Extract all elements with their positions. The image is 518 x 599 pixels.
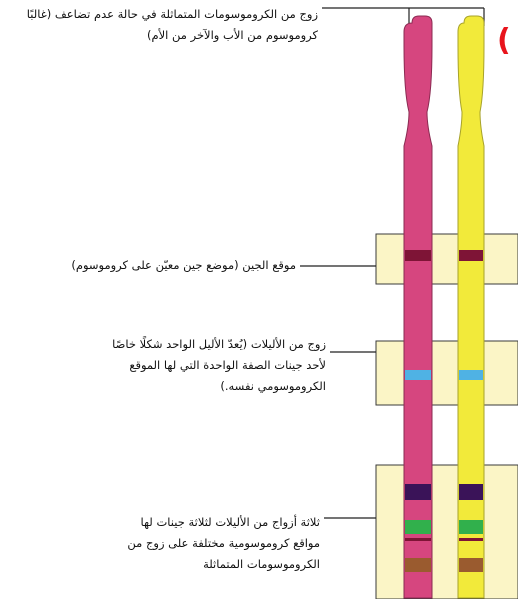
gene-locus-box: [376, 234, 518, 284]
allele-pair-label: زوج من الأليلات (يُعدّ الأليل الواحد شكل…: [100, 334, 326, 397]
right-band-green: [459, 520, 483, 534]
three-alleles-box: [376, 465, 518, 599]
left-band-brown: [405, 558, 431, 572]
right-band-allele: [459, 370, 483, 380]
highlight-boxes: [376, 234, 518, 599]
left-band-purple: [405, 484, 431, 500]
edge-marker: (: [497, 26, 511, 56]
right-band-purple: [459, 484, 483, 500]
left-band-locus: [405, 250, 431, 261]
left-band-green: [405, 520, 431, 534]
top-bracket: [322, 8, 484, 26]
homologous-pair-label: زوج من الكروموسومات المتماثلة في حالة عد…: [6, 4, 318, 46]
chromosome-left: [404, 16, 432, 598]
chromosome-right: [458, 16, 484, 598]
gene-locus-label: موقع الجين (موضع جين معيّن على كروموسوم): [6, 255, 296, 276]
right-band-locus: [459, 250, 483, 261]
left-band-dark: [405, 538, 431, 541]
right-band-brown: [459, 558, 483, 572]
allele-pair-box: [376, 341, 518, 405]
three-allele-pairs-label: ثلاثة أزواج من الأليلات لثلاثة جينات لها…: [110, 512, 320, 575]
left-band-allele: [405, 370, 431, 380]
right-band-dark: [459, 538, 483, 541]
